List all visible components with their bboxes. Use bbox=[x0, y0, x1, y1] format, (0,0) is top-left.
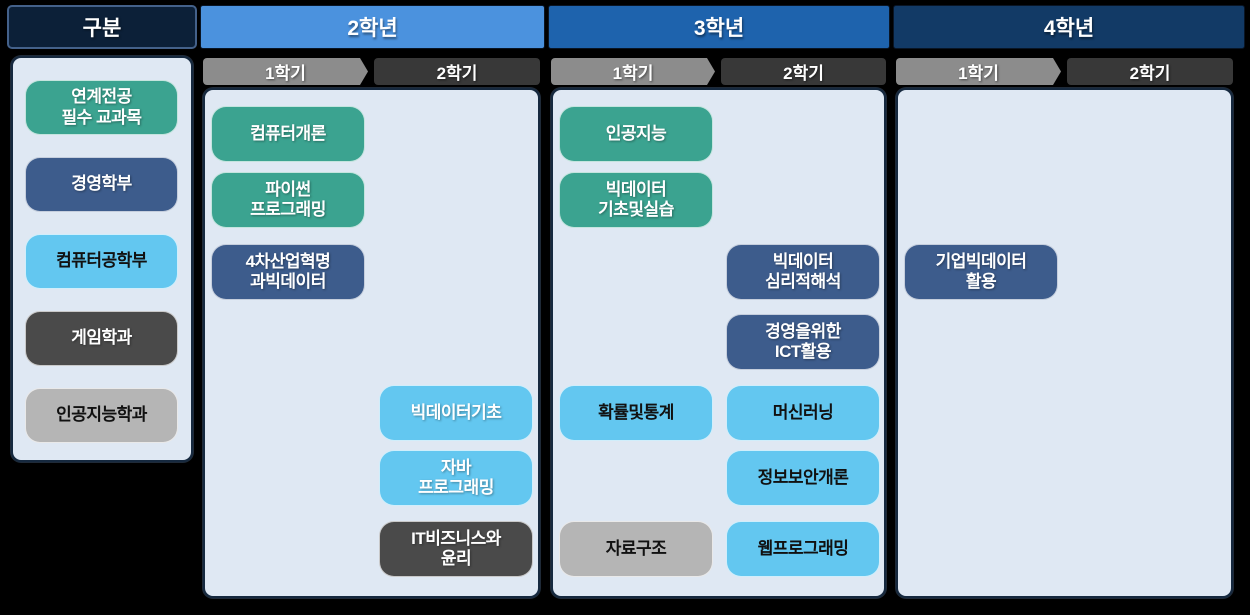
course-box: 자료구조 bbox=[559, 521, 713, 577]
course-box: 4차산업혁명 과빅데이터 bbox=[211, 244, 365, 300]
year-panel-4 bbox=[896, 88, 1233, 598]
legend-item: 연계전공 필수 교과목 bbox=[25, 80, 178, 135]
category-header: 구분 bbox=[7, 5, 197, 49]
course-box: 기업빅데이터 활용 bbox=[904, 244, 1058, 300]
course-box: 빅데이터 기초및실습 bbox=[559, 172, 713, 228]
tab-year3-sem2: 2학기 bbox=[721, 58, 886, 85]
tab-year2-sem2: 2학기 bbox=[374, 58, 540, 85]
tab-year4-sem2: 2학기 bbox=[1067, 58, 1233, 85]
course-box: 웹프로그래밍 bbox=[726, 521, 880, 577]
tab-year4-sem1: 1학기 bbox=[896, 58, 1061, 85]
course-box: IT비즈니스와 윤리 bbox=[379, 521, 533, 577]
year-header-4: 4학년 bbox=[893, 5, 1245, 49]
course-box: 확률및통계 bbox=[559, 385, 713, 441]
course-box: 머신러닝 bbox=[726, 385, 880, 441]
tab-year2-sem1: 1학기 bbox=[203, 58, 368, 85]
course-box: 빅데이터기초 bbox=[379, 385, 533, 441]
year-header-2: 2학년 bbox=[200, 5, 545, 49]
year-header-3: 3학년 bbox=[548, 5, 890, 49]
legend-item: 인공지능학과 bbox=[25, 388, 178, 443]
course-box: 빅데이터 심리적해석 bbox=[726, 244, 880, 300]
course-box: 컴퓨터개론 bbox=[211, 106, 365, 162]
legend-item: 경영학부 bbox=[25, 157, 178, 212]
course-box: 자바 프로그래밍 bbox=[379, 450, 533, 506]
legend-item: 컴퓨터공학부 bbox=[25, 234, 178, 289]
tab-year3-sem1: 1학기 bbox=[551, 58, 715, 85]
course-box: 파이썬 프로그래밍 bbox=[211, 172, 365, 228]
legend-item: 게임학과 bbox=[25, 311, 178, 366]
course-box: 경영을위한 ICT활용 bbox=[726, 314, 880, 370]
course-box: 정보보안개론 bbox=[726, 450, 880, 506]
course-box: 인공지능 bbox=[559, 106, 713, 162]
